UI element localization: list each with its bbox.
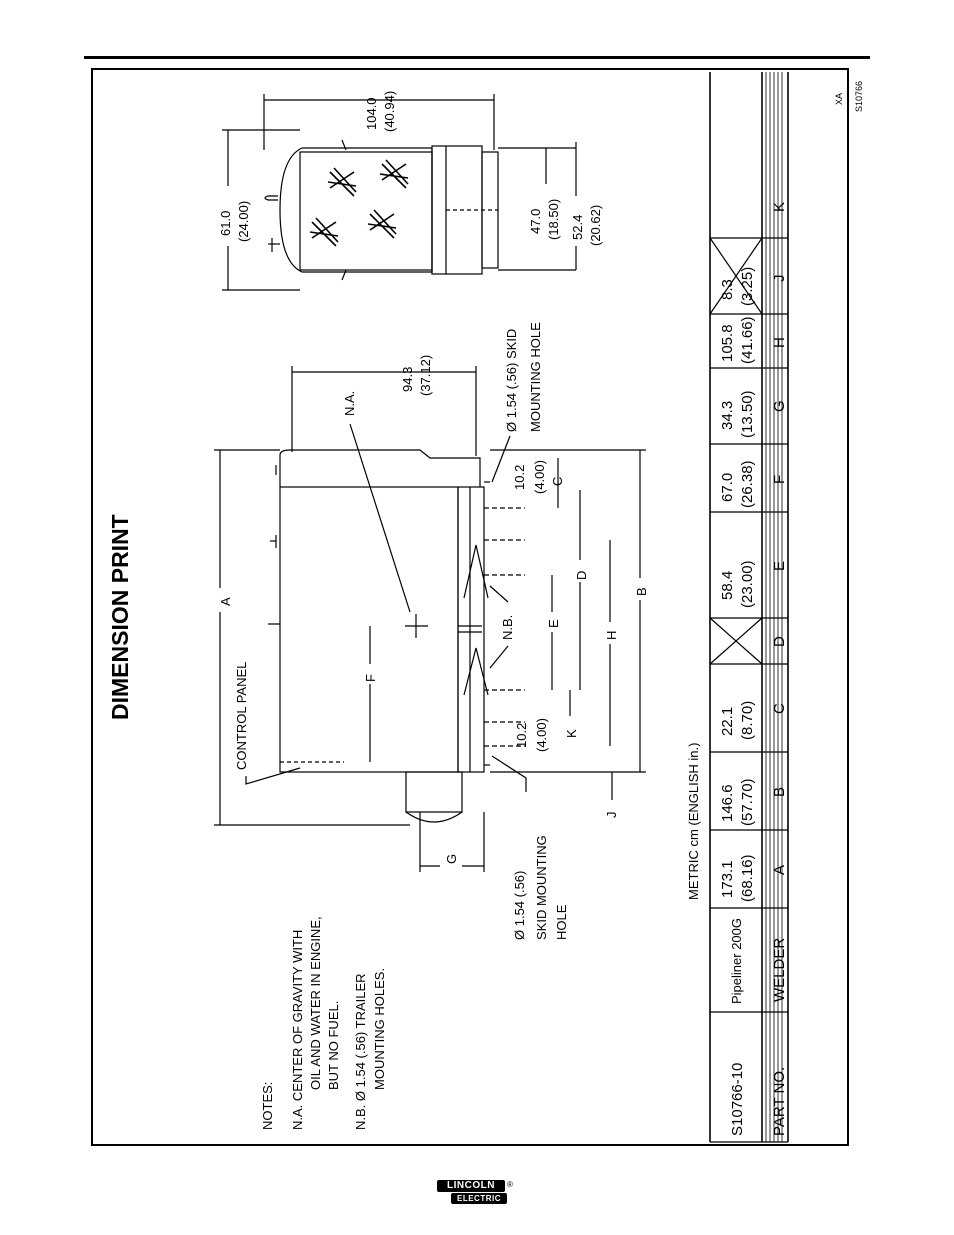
header-welder: WELDER	[771, 938, 788, 1002]
cell-g-metric: 34.3	[719, 401, 736, 430]
note-na-line2: OIL AND WATER IN ENGINE,	[308, 916, 323, 1090]
page-title: DIMENSION PRINT	[107, 514, 133, 720]
note-na-line3: BUT NO FUEL.	[326, 1001, 341, 1090]
dim-label-e: E	[546, 619, 561, 628]
dim-label-k: K	[564, 729, 579, 738]
logo-bottom: ELECTRIC	[451, 1193, 507, 1204]
dim-label-b: B	[634, 587, 649, 596]
nb-label: N.B.	[500, 615, 515, 640]
skid-hole-left-1: Ø 1.54 (.56)	[512, 871, 527, 940]
header-g: G	[771, 400, 788, 412]
control-panel-label: CONTROL PANEL	[234, 662, 249, 770]
dim-52-in: (20.62)	[588, 205, 603, 246]
cell-a-english: (68.16)	[739, 854, 756, 902]
skid-hole-right-1: Ø 1.54 (.56) SKID	[504, 329, 519, 432]
cell-part-no: S10766-10	[729, 1063, 746, 1136]
skid-hole-left-3: HOLE	[554, 904, 569, 940]
note-nb-line1: N.B. Ø 1.54 (.56) TRAILER	[353, 973, 368, 1130]
header-c: C	[771, 703, 788, 714]
cell-j-metric: 8.3	[719, 279, 736, 300]
table-header-row: PART NO. WELDER A B C D E F G H J K	[771, 202, 788, 1136]
units-caption: METRIC cm (ENGLISH in.)	[686, 743, 701, 900]
dim-label-j: J	[604, 812, 619, 819]
cell-c-english: (8.70)	[739, 701, 756, 740]
dim-10-right-cm: 10.2	[512, 465, 527, 490]
dim-label-h: H	[604, 631, 619, 640]
dim-10-left-in: (4.00)	[534, 718, 549, 752]
cell-c-metric: 22.1	[719, 707, 736, 736]
lincoln-electric-logo: LINCOLN ELECTRIC ®	[437, 1180, 517, 1206]
cell-f-english: (26.38)	[739, 460, 756, 508]
header-e: E	[771, 561, 788, 571]
dim-label-f: F	[363, 674, 378, 682]
header-k: K	[771, 202, 788, 212]
cell-e-metric: 58.4	[719, 571, 736, 600]
dim-94-cm: 94.3	[400, 367, 415, 392]
dim-52-cm: 52.4	[570, 215, 585, 240]
notes-heading: NOTES:	[260, 1082, 275, 1130]
note-nb-line2: MOUNTING HOLES.	[372, 968, 387, 1090]
table-data-row: S10766-10 Pipeliner 200G 173.1 (68.16) 1…	[719, 267, 756, 1136]
dim-104-in: (40.94)	[382, 91, 397, 132]
welder-end-view	[264, 139, 499, 281]
cell-e-english: (23.00)	[739, 560, 756, 608]
dim-47-cm: 47.0	[528, 209, 543, 234]
logo-top: LINCOLN	[437, 1180, 505, 1192]
logo-registered-mark: ®	[507, 1180, 513, 1189]
dim-10-left-cm: 10.2	[514, 723, 529, 748]
cell-b-metric: 146.6	[719, 784, 736, 822]
header-j: J	[771, 275, 788, 283]
cell-j-english: (3.25)	[739, 267, 756, 306]
dim-label-d: D	[574, 571, 589, 580]
dim-label-a: A	[218, 597, 233, 606]
welder-side-view	[268, 449, 525, 823]
skid-hole-left-2: SKID MOUNTING	[534, 835, 549, 940]
header-f: F	[771, 475, 788, 484]
header-d: D	[771, 636, 788, 647]
drawing-number: S10766	[854, 81, 864, 112]
header-b: B	[771, 787, 788, 797]
header-part-no: PART NO.	[771, 1067, 788, 1136]
cell-b-english: (57.70)	[739, 778, 756, 826]
dim-47-in: (18.50)	[546, 199, 561, 240]
dim-label-g: G	[444, 854, 459, 864]
na-label: N.A.	[342, 391, 357, 416]
dim-61-in: (24.00)	[236, 201, 251, 242]
dimension-table	[709, 72, 789, 1143]
skid-hole-right-2: MOUNTING HOLE	[528, 322, 543, 432]
header-h: H	[771, 337, 788, 348]
dim-104-cm: 104.0	[364, 97, 379, 130]
notes-block: NOTES: N.A. CENTER OF GRAVITY WITH OIL A…	[260, 916, 387, 1130]
dim-94-in: (37.12)	[418, 355, 433, 396]
cell-g-english: (13.50)	[739, 390, 756, 438]
dim-10-right-in: (4.00)	[532, 460, 547, 494]
top-rule	[84, 56, 870, 59]
drawing-frame	[91, 68, 849, 1146]
cell-h-english: (41.66)	[739, 316, 756, 364]
header-a: A	[771, 865, 788, 875]
dim-61-cm: 61.0	[218, 211, 233, 236]
cell-welder: Pipeliner 200G	[729, 918, 744, 1004]
cell-a-metric: 173.1	[719, 860, 736, 898]
cell-f-metric: 67.0	[719, 473, 736, 502]
note-na-line1: N.A. CENTER OF GRAVITY WITH	[290, 930, 305, 1130]
dim-label-c: C	[550, 477, 565, 486]
cell-h-metric: 105.8	[719, 324, 736, 362]
revision-code: XA	[834, 93, 844, 105]
